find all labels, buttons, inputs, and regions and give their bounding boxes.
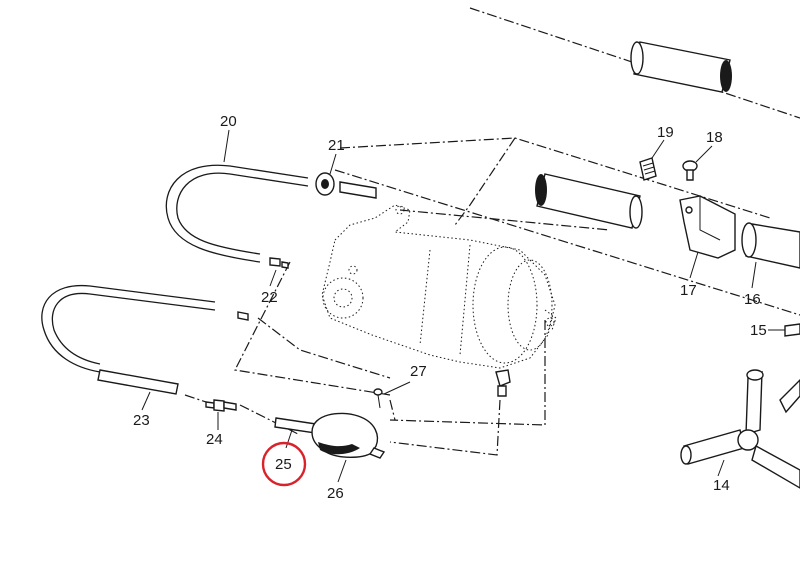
hose-part-23 [41, 284, 249, 395]
barb-fitting-part-24 [205, 399, 237, 412]
leader-lines [141, 129, 757, 483]
filter-cap-part-26 [311, 412, 386, 459]
callout-16: 16 [744, 291, 761, 308]
callout-20: 20 [220, 113, 237, 130]
set-screw-part-19 [639, 157, 657, 181]
callout-26: 26 [327, 485, 344, 502]
tube-part-16 [741, 222, 800, 269]
callout-24: 24 [206, 431, 223, 448]
assembly-lines [184, 7, 800, 456]
callout-23: 23 [133, 412, 150, 429]
pin-part-27 [373, 388, 383, 409]
callout-14: 14 [713, 477, 730, 494]
drain-fitting [495, 369, 511, 397]
callout-25: 25 [275, 456, 292, 473]
main-housing [321, 204, 557, 369]
callout-labels: 20 21 19 18 22 17 16 15 27 23 24 25 26 1… [133, 113, 767, 502]
bolt-part-15 [768, 323, 800, 337]
callout-15: 15 [750, 322, 767, 339]
highlight-circle [261, 441, 307, 487]
clamp-bracket-part-17 [679, 195, 736, 259]
screw-part-18 [682, 160, 698, 181]
tripod-base-part-14 [680, 369, 800, 489]
grip-tube [535, 173, 643, 229]
upper-handle-tube [630, 41, 732, 93]
callout-19: 19 [657, 124, 674, 141]
callout-18: 18 [706, 129, 723, 146]
hose-part-20 [165, 164, 309, 269]
callout-17: 17 [680, 282, 697, 299]
callout-27: 27 [410, 363, 427, 380]
callout-22: 22 [261, 289, 278, 306]
tube-part-25 [274, 417, 317, 434]
grommet-part-21 [315, 172, 377, 199]
callout-21: 21 [328, 137, 345, 154]
